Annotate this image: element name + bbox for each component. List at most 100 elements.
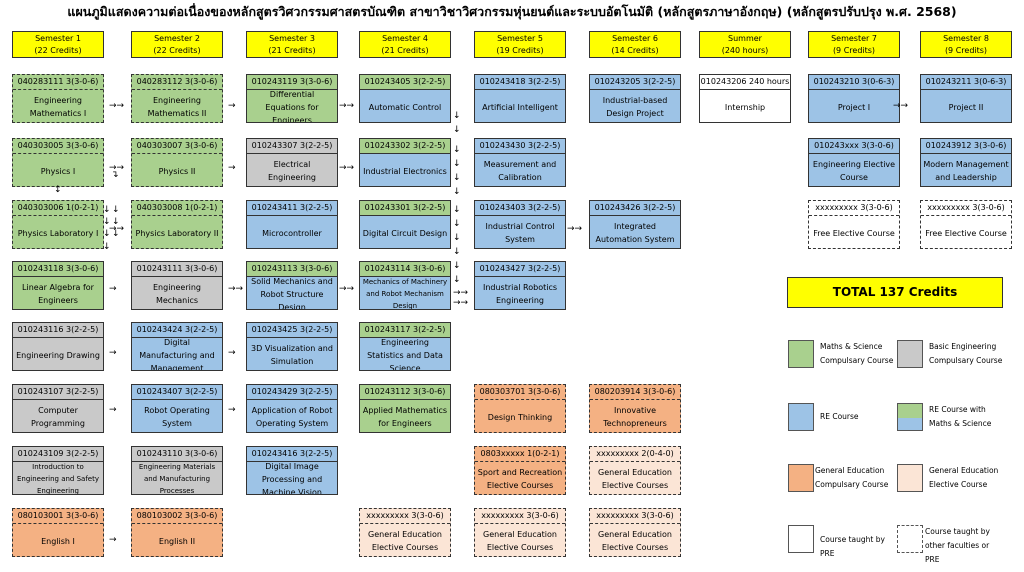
semester-header: Semester 2(22 Credits) xyxy=(131,31,223,58)
course-box: xxxxxxxxx 3(3-0-6)Free Elective Course xyxy=(920,200,1012,249)
course-box: 010243912 3(3-0-6)Modern Management and … xyxy=(920,138,1012,187)
course-name: Differential Equations for Engineers xyxy=(265,89,319,123)
semester-name: Semester 2 xyxy=(154,34,200,43)
course-code: 010243416 3(2-2-5) xyxy=(247,447,337,462)
legend-label: RE Course xyxy=(820,412,859,421)
course-box: 010243116 3(2-2-5) Engineering Drawing xyxy=(12,322,104,371)
course-box: 010243107 3(2-2-5) Computer Programming xyxy=(12,384,104,433)
course-code: 010243107 3(2-2-5) xyxy=(13,385,103,400)
course-code: 010243118 3(3-0-6) xyxy=(13,262,103,277)
prerequisite-arrow: → xyxy=(109,348,117,358)
course-name: Internship xyxy=(724,102,766,112)
course-name: General Education Elective Courses xyxy=(598,468,672,490)
prerequisite-arrow: ↓ xyxy=(453,159,461,169)
semester-name: Semester 4 xyxy=(382,34,428,43)
prerequisite-arrow: → xyxy=(109,405,117,415)
course-box: 010243418 3(2-2-5)Artificial Intelligent xyxy=(474,74,566,123)
course-box: 010243112 3(3-0-6) Applied Mathematics fo… xyxy=(359,384,451,433)
course-name: General Education Elective Courses xyxy=(368,530,442,552)
course-name: Engineering Drawing xyxy=(16,350,100,360)
course-code: 040303007 3(3-0-6) xyxy=(132,139,222,154)
course-code: 010243206 240 hours xyxy=(700,75,790,90)
semester-name: Semester 8 xyxy=(943,34,989,43)
prerequisite-arrow: →→ xyxy=(567,224,583,234)
course-name: Industrial-based Design Project xyxy=(602,96,668,118)
course-code: 040303008 1(0-2-1) xyxy=(132,201,222,216)
course-name: Computer Programming xyxy=(31,406,85,428)
prerequisite-arrow: →→ xyxy=(109,224,125,234)
course-code: 010243112 3(3-0-6) xyxy=(360,385,450,400)
course-code: 010243116 3(2-2-5) xyxy=(13,323,103,338)
semester-credits: (19 Credits) xyxy=(496,46,544,55)
course-box: 010243117 3(2-2-5)Engineering Statistics… xyxy=(359,322,451,371)
course-name: Robot Operating System xyxy=(144,406,210,428)
course-code: 010243211 3(0-6-3) xyxy=(921,75,1011,90)
course-code: 010243302 3(2-2-5) xyxy=(360,139,450,154)
course-name: Integrated Automation System xyxy=(595,222,675,244)
legend-label: Maths & Science Compulsary Course xyxy=(820,342,894,365)
course-code: xxxxxxxxx 3(3-0-6) xyxy=(590,509,680,524)
semester-header: Semester 6(14 Credits) xyxy=(589,31,681,58)
course-name: General Education Elective Courses xyxy=(483,530,557,552)
semester-credits: (22 Credits) xyxy=(34,46,82,55)
prerequisite-arrow: → xyxy=(228,348,236,358)
course-code: 010243407 3(2-2-5) xyxy=(132,385,222,400)
semester-credits: (21 Credits) xyxy=(268,46,316,55)
course-name: Microcontroller xyxy=(262,228,322,238)
legend-swatch xyxy=(897,403,923,431)
course-box: 010243110 3(3-0-6)Engineering Materials … xyxy=(131,446,223,495)
prerequisite-arrow: ↓ xyxy=(453,275,461,285)
course-code: xxxxxxxxx 3(3-0-6) xyxy=(475,509,565,524)
semester-header: Semester 7 (9 Credits) xyxy=(808,31,900,58)
total-credits-badge: TOTAL 137 Credits xyxy=(787,277,1003,308)
prerequisite-arrow: → xyxy=(228,163,236,173)
course-box: 010243425 3(2-2-5)3D Visualization and S… xyxy=(246,322,338,371)
course-code: 010243307 3(2-2-5) xyxy=(247,139,337,154)
legend-label: RE Course with Maths & Science xyxy=(929,405,992,428)
semester-header: Semester 8 (9 Credits) xyxy=(920,31,1012,58)
prerequisite-arrow: →→ xyxy=(339,284,355,294)
course-code: 080103002 3(3-0-6) xyxy=(132,509,222,524)
course-name: English II xyxy=(158,536,196,546)
course-code: 010243429 3(2-2-5) xyxy=(247,385,337,400)
semester-credits: (9 Credits) xyxy=(944,46,988,55)
prerequisite-arrow: ↴ xyxy=(111,170,119,180)
course-name: 3D Visualization and Simulation xyxy=(251,344,333,366)
course-name: Applied Mathematics for Engineers xyxy=(362,406,448,428)
course-name: Application of Robot Operating System xyxy=(251,406,333,428)
course-box: 010243429 3(2-2-5) Application of Robot O… xyxy=(246,384,338,433)
course-name: Design Thinking xyxy=(487,412,553,422)
course-box: 040303006 1(0-2-1)Physics Laboratory I xyxy=(12,200,104,249)
course-box: 010243211 3(0-6-3)Project II xyxy=(920,74,1012,123)
course-box: 040283112 3(3-0-6)Engineering Mathematic… xyxy=(131,74,223,123)
course-box: xxxxxxxxx 3(3-0-6) General Education Elec… xyxy=(359,508,451,557)
prerequisite-arrow: → xyxy=(109,535,117,545)
course-name: Introduction to Engineering and Safety E… xyxy=(16,463,99,495)
course-box: 010243119 3(3-0-6)Differential Equations… xyxy=(246,74,338,123)
prerequisite-arrow: →→ xyxy=(228,284,244,294)
course-name: Physics Laboratory II xyxy=(135,228,219,238)
course-name: Project I xyxy=(837,102,871,112)
course-code: xxxxxxxxx 3(3-0-6) xyxy=(360,509,450,524)
course-name: Solid Mechanics and Robot Structure Desi… xyxy=(251,276,333,310)
course-code: 010243427 3(2-2-5) xyxy=(475,262,565,277)
prerequisite-arrow: →→ xyxy=(453,288,469,298)
semester-name: Semester 7 xyxy=(831,34,877,43)
prerequisite-arrow: ↓ xyxy=(103,205,111,215)
course-name: Engineering Materials and Manufacturing … xyxy=(138,463,216,495)
course-code: 010243119 3(3-0-6) xyxy=(247,75,337,90)
course-box: 040303007 3(3-0-6)Physics II xyxy=(131,138,223,187)
course-box: 010243113 3(3-0-6)Solid Mechanics and Ro… xyxy=(246,261,338,310)
course-box: 010243426 3(2-2-5)Integrated Automation … xyxy=(589,200,681,249)
prerequisite-arrow: →→ xyxy=(109,101,125,111)
legend-label: General Education Elective Course xyxy=(929,466,999,489)
semester-credits: (14 Credits) xyxy=(611,46,659,55)
course-code: 010243117 3(2-2-5) xyxy=(360,323,450,338)
course-name: Automatic Control xyxy=(368,102,442,112)
course-name: Engineering Mechanics xyxy=(153,283,201,305)
course-code: 040303006 1(0-2-1) xyxy=(13,201,103,216)
course-code: 080203914 3(3-0-6) xyxy=(590,385,680,400)
semester-credits: (9 Credits) xyxy=(832,46,876,55)
course-code: 010243xxx 3(3-0-6) xyxy=(809,139,899,154)
semester-header: Summer(240 hours) xyxy=(699,31,791,58)
